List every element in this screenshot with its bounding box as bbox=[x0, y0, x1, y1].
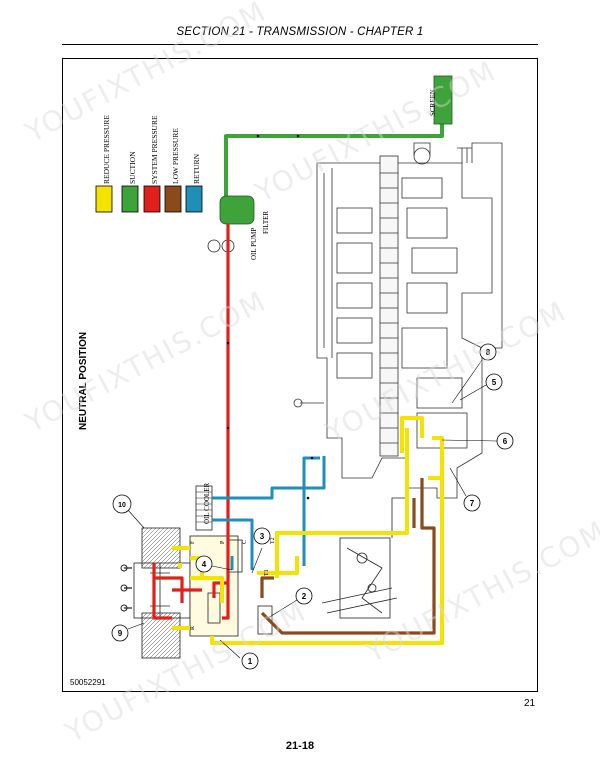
figure-frame bbox=[62, 58, 538, 692]
oil-pump-label: OIL PUMP bbox=[250, 228, 258, 260]
screen-label: SCREEN bbox=[429, 89, 437, 116]
svg-text:6: 6 bbox=[503, 437, 508, 446]
legend-item-return: RETURN bbox=[185, 153, 203, 213]
svg-text:1: 1 bbox=[248, 657, 253, 666]
diagram-title: NEUTRAL POSITION bbox=[78, 332, 89, 430]
return-lines bbox=[212, 456, 326, 570]
filter-label: FILTER bbox=[262, 211, 270, 234]
legend: REDUCE PRESSURE SUCTION SYSTEM PRESSURE … bbox=[95, 115, 203, 213]
svg-text:10: 10 bbox=[118, 502, 126, 509]
header-rule bbox=[62, 44, 538, 45]
svg-text:5: 5 bbox=[492, 378, 497, 387]
svg-text:7: 7 bbox=[470, 499, 475, 508]
legend-label: SYSTEM PRESSURE bbox=[150, 115, 159, 184]
port-t2-label: T2 bbox=[270, 537, 276, 544]
callout-8: 8 bbox=[451, 343, 497, 404]
callout-1: 1 bbox=[219, 639, 259, 670]
legend-item-system-pressure: SYSTEM PRESSURE bbox=[143, 115, 161, 213]
callout-6: 6 bbox=[441, 432, 514, 450]
line-markers bbox=[226, 134, 314, 500]
legend-label: SUCTION bbox=[128, 151, 137, 184]
port-r-label: R bbox=[190, 626, 196, 630]
page-number: 21-18 bbox=[285, 740, 315, 752]
control-valve bbox=[120, 527, 273, 659]
svg-text:8: 8 bbox=[486, 348, 491, 357]
legend-item-suction: SUCTION bbox=[121, 151, 139, 213]
legend-item-low-pressure: LOW PRESSURE bbox=[164, 128, 182, 213]
low-pressure-lines bbox=[260, 478, 436, 635]
oil-pump bbox=[207, 239, 235, 253]
figure-id: 50052291 bbox=[70, 678, 106, 687]
svg-text:9: 9 bbox=[118, 629, 123, 638]
suction-lines bbox=[224, 124, 444, 203]
callouts: 1 2 3 4 5 6 7 bbox=[111, 343, 514, 670]
svg-text:2: 2 bbox=[302, 592, 307, 601]
port-f-label: F bbox=[190, 540, 196, 544]
filter-element bbox=[219, 195, 255, 225]
callout-7: 7 bbox=[449, 467, 481, 512]
figure-number: 21 bbox=[524, 698, 536, 709]
shift-linkage bbox=[321, 497, 407, 619]
callout-5: 5 bbox=[459, 373, 503, 401]
port-t1-label: T1 bbox=[264, 569, 270, 576]
oil-cooler-label: OIL COOLER bbox=[203, 483, 211, 524]
transmission-housing bbox=[293, 142, 503, 499]
section-header: SECTION 21 - TRANSMISSION - CHAPTER 1 bbox=[176, 26, 424, 38]
screen-element bbox=[433, 75, 453, 125]
legend-label: LOW PRESSURE bbox=[171, 128, 180, 184]
svg-text:4: 4 bbox=[202, 560, 207, 569]
callout-4: 4 bbox=[195, 555, 233, 573]
callout-2: 2 bbox=[267, 587, 313, 619]
callout-10: 10 bbox=[112, 494, 145, 529]
legend-item-reduce-pressure: REDUCE PRESSURE bbox=[95, 115, 113, 213]
hydraulic-diagram: NEUTRAL POSITION REDUCE PRESSURE SUCTION… bbox=[78, 75, 514, 670]
svg-text:3: 3 bbox=[260, 532, 265, 541]
callout-3: 3 bbox=[251, 527, 271, 574]
legend-label: RETURN bbox=[192, 153, 201, 184]
legend-label: REDUCE PRESSURE bbox=[102, 115, 111, 184]
oil-cooler bbox=[195, 485, 213, 531]
callout-9: 9 bbox=[111, 622, 145, 642]
port-p-label: P bbox=[220, 540, 226, 544]
port-c-label: C bbox=[242, 540, 248, 544]
